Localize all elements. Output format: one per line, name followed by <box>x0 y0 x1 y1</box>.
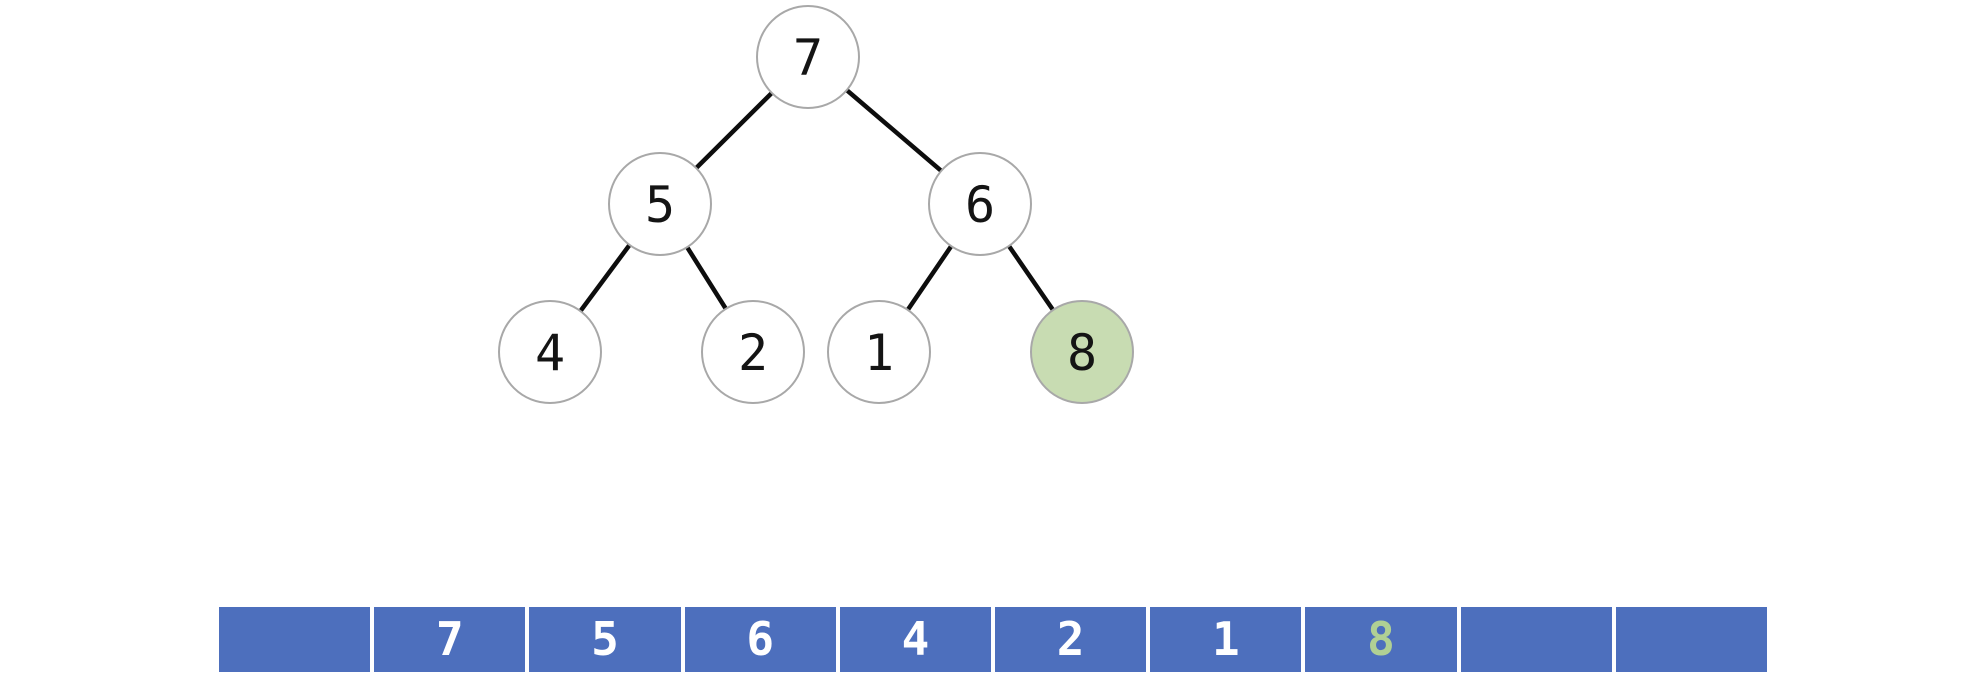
tree-node-6: 6 <box>928 152 1032 256</box>
tree-node-circle-highlighted <box>1030 300 1134 404</box>
array-cell: 2 <box>995 607 1147 672</box>
tree-node-label: 1 <box>864 324 894 382</box>
tree-node-label: 2 <box>738 324 768 382</box>
array-cell: 1 <box>1150 607 1302 672</box>
tree-node-label: 7 <box>793 29 823 87</box>
tree-node-circle <box>756 5 860 109</box>
tree-node-circle <box>928 152 1032 256</box>
tree-node-5: 5 <box>608 152 712 256</box>
tree-node-2: 2 <box>701 300 805 404</box>
tree-node-label: 4 <box>535 324 565 382</box>
array-cell <box>1460 607 1612 672</box>
tree-node-8: 8 <box>1030 300 1134 404</box>
array-cell: 6 <box>684 607 836 672</box>
tree-nodes: 7 5 6 4 2 1 8 <box>498 5 1134 404</box>
tree-node-circle <box>608 152 712 256</box>
tree-node-label: 6 <box>965 176 995 234</box>
array-cell: 7 <box>374 607 526 672</box>
array-cell <box>1615 607 1768 672</box>
binary-tree-diagram: 7 5 6 4 2 1 8 <box>498 5 1134 404</box>
array-cell: 5 <box>529 607 681 672</box>
tree-node-label: 5 <box>645 176 675 234</box>
tree-node-circle <box>498 300 602 404</box>
array-cell <box>219 607 371 672</box>
tree-node-1: 1 <box>827 300 931 404</box>
array-representation: 7 5 6 4 2 1 8 <box>219 607 1768 672</box>
tree-node-4: 4 <box>498 300 602 404</box>
tree-node-label: 8 <box>1067 324 1097 382</box>
array-cell: 4 <box>839 607 992 672</box>
tree-node-7: 7 <box>756 5 860 109</box>
tree-node-circle <box>827 300 931 404</box>
tree-node-circle <box>701 300 805 404</box>
array-cell-highlighted: 8 <box>1305 607 1457 672</box>
